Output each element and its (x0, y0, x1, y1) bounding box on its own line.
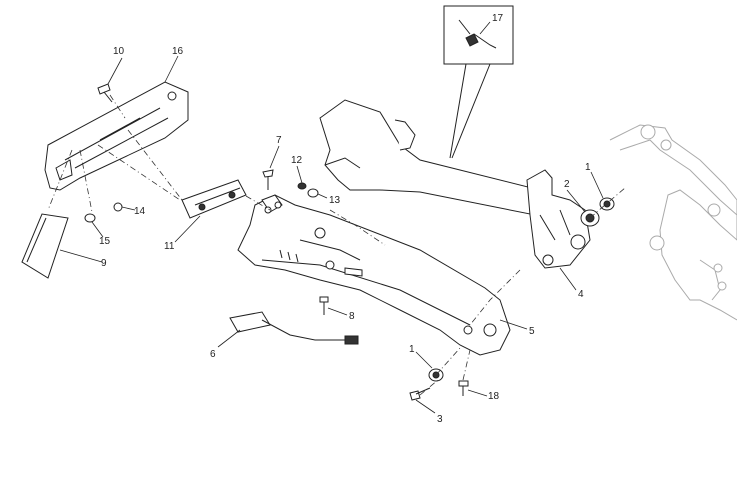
callout-1-upper: 1 (585, 162, 591, 173)
screw-10 (97, 83, 113, 103)
callout-15: 15 (99, 236, 111, 247)
callout-4: 4 (578, 289, 584, 300)
screw-8 (319, 296, 329, 315)
screw-7 (262, 169, 274, 190)
callout-13: 13 (329, 195, 341, 206)
callout-8: 8 (349, 311, 355, 322)
callout-9: 9 (101, 258, 107, 269)
washer-12 (297, 182, 307, 190)
screw-3 (409, 387, 431, 401)
callout-3: 3 (437, 414, 443, 425)
nut-13 (307, 188, 319, 198)
screw-18 (458, 380, 469, 396)
callout-11: 11 (164, 241, 175, 252)
plate-light (229, 311, 359, 345)
callout-6: 6 (210, 349, 216, 360)
callout-5: 5 (529, 326, 535, 337)
plate-holder-arm (237, 194, 511, 356)
leader-lines (59, 55, 604, 414)
washer-1-upper (599, 197, 615, 211)
license-plate (21, 213, 69, 279)
plate-bracket (44, 81, 189, 191)
callout-12: 12 (291, 155, 303, 166)
callout-2: 2 (564, 179, 570, 190)
callout-18: 18 (488, 391, 500, 402)
washer-15 (84, 213, 96, 223)
callout-14: 14 (134, 206, 146, 217)
nut-14 (113, 202, 123, 212)
callout-17: 17 (492, 13, 504, 24)
cable-tie-inset (443, 5, 514, 159)
callout-1-lower: 1 (409, 344, 415, 355)
reflector (181, 179, 247, 219)
assembly-lines (47, 94, 626, 396)
callout-16: 16 (172, 46, 184, 57)
callout-7: 7 (276, 135, 282, 146)
callout-labels: 10 16 17 7 12 13 14 15 9 11 6 8 5 4 2 1 … (99, 13, 591, 425)
callout-10: 10 (113, 46, 125, 57)
rear-bracket (526, 169, 591, 269)
rear-frame-outline (609, 124, 737, 321)
rear-subframe (319, 99, 546, 216)
